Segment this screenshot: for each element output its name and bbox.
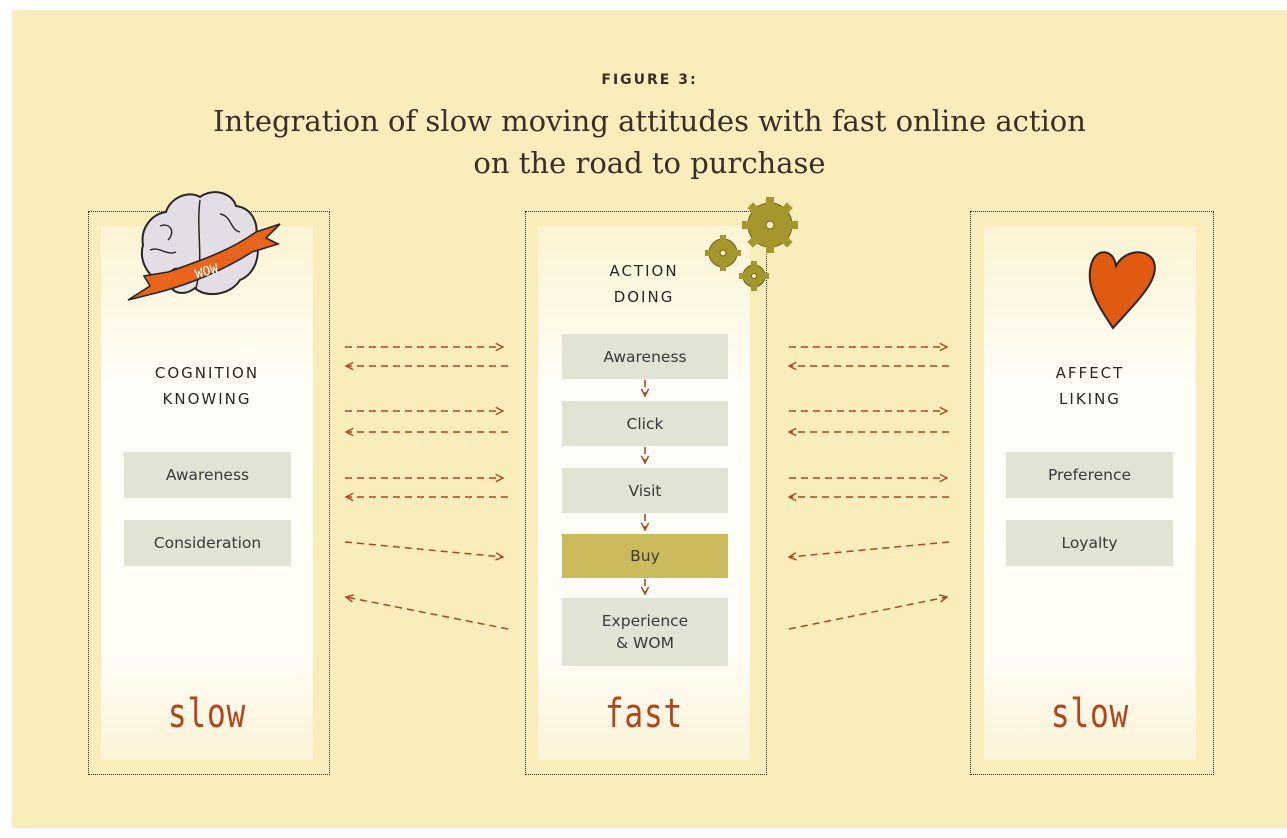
affect-heading: AFFECT LIKING [984, 360, 1196, 412]
action-experience-line2: & WOM [616, 634, 674, 652]
cognition-awareness-box: Awareness [124, 452, 291, 498]
heart-icon [1088, 251, 1156, 330]
title-line-2: on the road to purchase [473, 146, 826, 180]
title-line-1: Integration of slow moving attitudes wit… [213, 104, 1086, 138]
brain-icon: WOW [127, 191, 281, 301]
cognition-heading: COGNITION KNOWING [101, 360, 313, 412]
action-click-box: Click [562, 401, 728, 446]
affect-panel: AFFECT LIKING Preference Loyalty slow [984, 226, 1196, 760]
affect-loyalty-box: Loyalty [1006, 520, 1173, 566]
affect-heading-line2: LIKING [1059, 390, 1121, 408]
arrow-experience-to-cognition [346, 597, 509, 630]
action-panel: ACTION DOING Awareness Click Visit Buy E… [538, 226, 750, 760]
brain-banner-text: WOW [193, 261, 220, 282]
action-heading: ACTION DOING [538, 258, 750, 310]
gears-icon [705, 197, 798, 291]
action-experience-box: Experience & WOM [562, 598, 728, 666]
center-column-frame [525, 211, 767, 775]
cognition-heading-line1: COGNITION [154, 364, 260, 382]
action-speed-label: fast [604, 691, 684, 737]
right-column-frame [970, 211, 1214, 775]
cognition-consideration-box: Consideration [124, 520, 291, 566]
action-visit-box: Visit [562, 468, 728, 513]
affect-speed-label: slow [1050, 691, 1130, 737]
arrow-experience-to-affect [788, 597, 947, 630]
cognition-panel: COGNITION KNOWING Awareness Consideratio… [101, 226, 313, 760]
affect-heading-line1: AFFECT [1055, 364, 1125, 382]
cognition-heading-line2: KNOWING [162, 390, 252, 408]
figure-title: Integration of slow moving attitudes wit… [12, 100, 1287, 184]
arrow-loyalty-to-buy [789, 541, 950, 557]
action-experience-line1: Experience [601, 612, 689, 630]
action-awareness-box: Awareness [562, 334, 728, 379]
figure-label: FIGURE 3: [601, 72, 698, 88]
cognition-speed-label: slow [167, 691, 247, 737]
action-heading-line1: ACTION [609, 262, 679, 280]
action-heading-line2: DOING [613, 288, 675, 306]
action-buy-box: Buy [562, 534, 728, 578]
arrow-consideration-to-buy [344, 541, 503, 557]
affect-preference-box: Preference [1006, 452, 1173, 498]
